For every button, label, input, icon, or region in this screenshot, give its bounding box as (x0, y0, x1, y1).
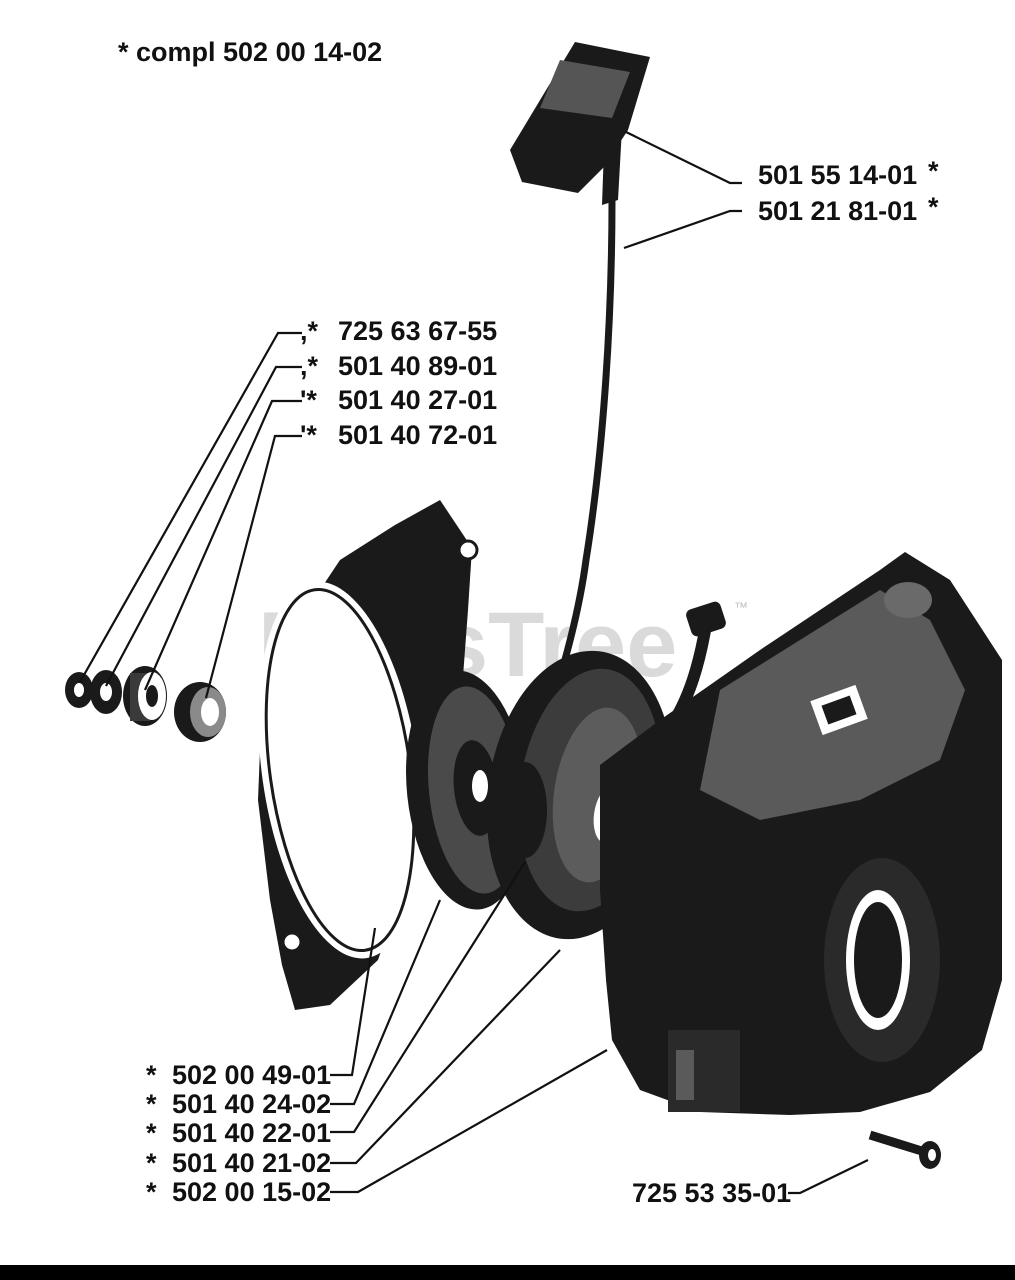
callout-prefix: '* (300, 385, 317, 415)
callouts-upper-left: ,* 725 63 67-55 ,* 501 40 89-01 '* 501 4… (300, 316, 497, 450)
starter-handle-part (510, 42, 650, 205)
fan-cover-plate-part (258, 500, 479, 1010)
part-number-label: 502 00 15-02 (172, 1177, 331, 1207)
part-number-label: 501 55 14-01 (758, 160, 917, 190)
part-number-label: 501 40 22-01 (172, 1118, 331, 1148)
callouts-bottom-left: * 502 00 49-01 * 501 40 24-02 * 501 40 2… (146, 1060, 331, 1207)
callouts-bottom-right: 725 53 35-01 (632, 1178, 791, 1208)
part-number-label: 501 40 24-02 (172, 1089, 331, 1119)
callout-prefix: * (146, 1089, 157, 1119)
part-number-label: 725 63 67-55 (338, 316, 497, 346)
callouts-top-right: 501 55 14-01 * 501 21 81-01 * (758, 156, 939, 226)
part-number-label: 501 40 72-01 (338, 420, 497, 450)
callout-prefix: * (146, 1060, 157, 1090)
callout-prefix: ,* (300, 351, 319, 381)
part-number-label: 501 40 21-02 (172, 1148, 331, 1178)
callout-prefix: * (146, 1177, 157, 1207)
asterisk-marker: * (928, 192, 939, 222)
screw-part (868, 1130, 941, 1169)
leader-lines (79, 131, 869, 1195)
part-number-label: 725 53 35-01 (632, 1178, 791, 1208)
part-number-label: 501 21 81-01 (758, 196, 917, 226)
part-number-label: 501 40 89-01 (338, 351, 497, 381)
washer-bushing-stack-part (65, 666, 226, 742)
callout-prefix: '* (300, 420, 317, 450)
starter-housing-part (600, 552, 1002, 1115)
callout-prefix: * (146, 1148, 157, 1178)
callout-prefix: * (146, 1118, 157, 1148)
part-number-label: 502 00 49-01 (172, 1060, 331, 1090)
callout-prefix: ,* (300, 316, 319, 346)
part-number-label: 501 40 27-01 (338, 385, 497, 415)
asterisk-marker: * (928, 156, 939, 186)
assembly-note: * compl 502 00 14-02 (118, 37, 382, 67)
watermark-trademark: ™ (734, 599, 748, 615)
